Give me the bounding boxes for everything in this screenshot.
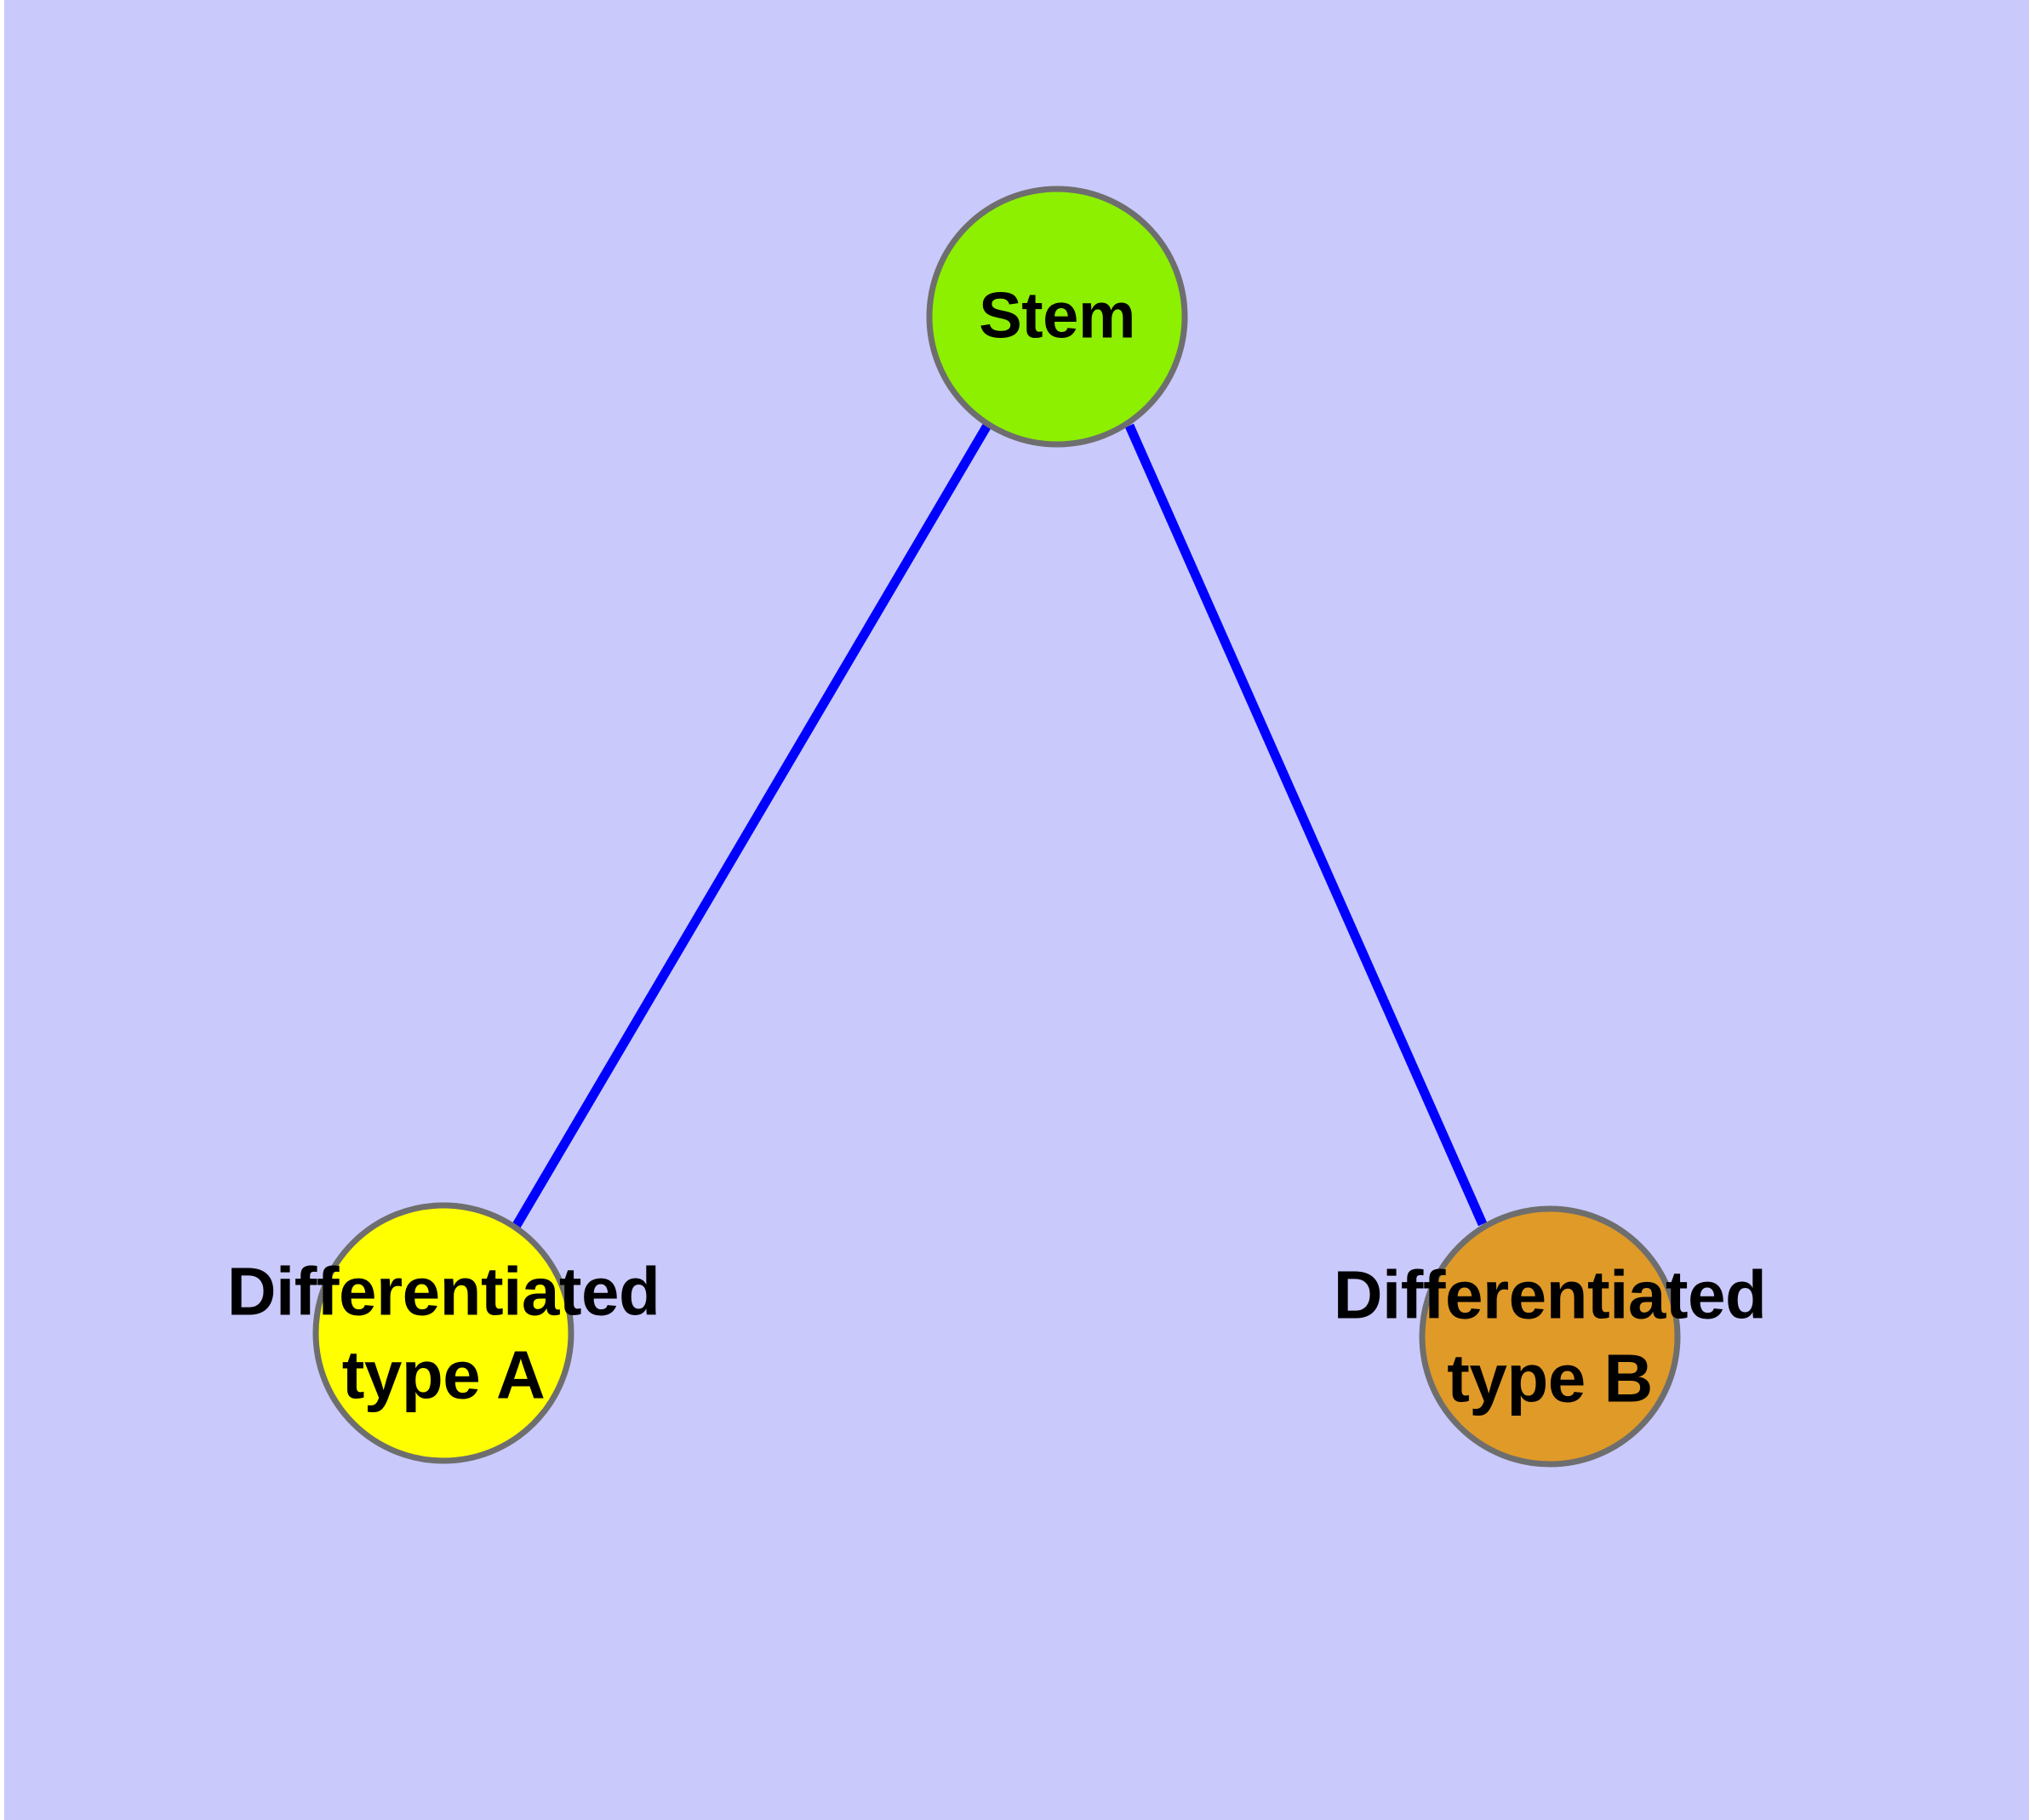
node-stem[interactable] xyxy=(926,186,1188,448)
node-differentiated-type-b[interactable] xyxy=(1419,1205,1681,1468)
graph-svg xyxy=(312,186,1681,1468)
edge-stem-to-diff-b[interactable] xyxy=(1124,423,1488,1227)
edge-layer xyxy=(512,421,1488,1229)
node-differentiated-type-a[interactable] xyxy=(312,1202,574,1464)
node-layer xyxy=(312,186,1681,1468)
edge-stem-to-diff-a[interactable] xyxy=(512,421,992,1229)
